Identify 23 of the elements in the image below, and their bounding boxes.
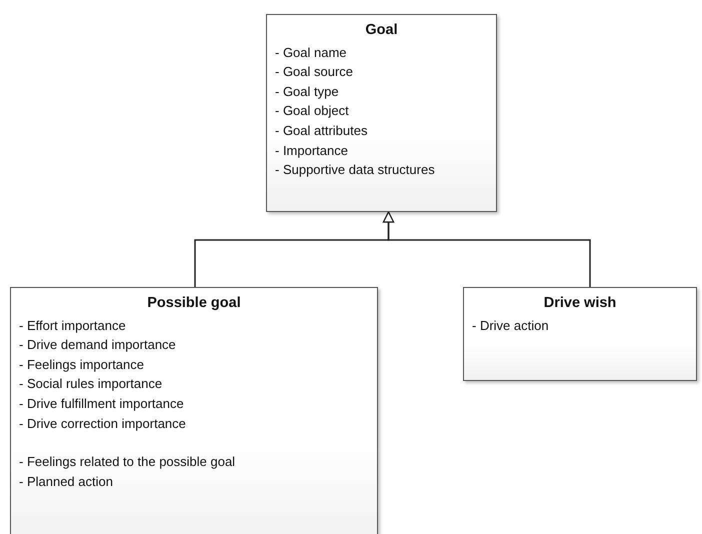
attribute-text: - Goal attributes bbox=[275, 122, 368, 140]
generalization-arrow bbox=[382, 211, 591, 287]
attribute-text: - Feelings related to the possible goal bbox=[19, 453, 236, 472]
attribute-text: - Goal source bbox=[275, 63, 354, 82]
class-box bbox=[10, 287, 378, 534]
attribute-text: - Drive action bbox=[472, 316, 549, 335]
class-box bbox=[463, 287, 697, 381]
attribute-text: - Planned action bbox=[19, 472, 113, 491]
class-name: Possible goal bbox=[147, 294, 241, 313]
attribute-text: - Drive fulfillment importance bbox=[19, 394, 184, 413]
class-name: Goal bbox=[365, 21, 398, 40]
attribute-text: - Effort importance bbox=[19, 316, 126, 335]
attribute-text: - Drive correction importance bbox=[19, 414, 186, 433]
attribute-text: - Feelings importance bbox=[19, 356, 144, 374]
class-box bbox=[266, 14, 497, 212]
attribute-text: - Importance bbox=[275, 142, 348, 160]
attribute-text: - Goal name bbox=[275, 44, 347, 62]
attribute-text: - Supportive data structures bbox=[275, 161, 435, 180]
attribute-text: - Drive demand importance bbox=[19, 336, 176, 354]
class-name: Drive wish bbox=[544, 294, 616, 313]
attribute-text: - Goal type bbox=[275, 82, 339, 101]
attribute-text: - Social rules importance bbox=[19, 375, 162, 394]
attribute-text: - Goal object bbox=[275, 102, 349, 120]
